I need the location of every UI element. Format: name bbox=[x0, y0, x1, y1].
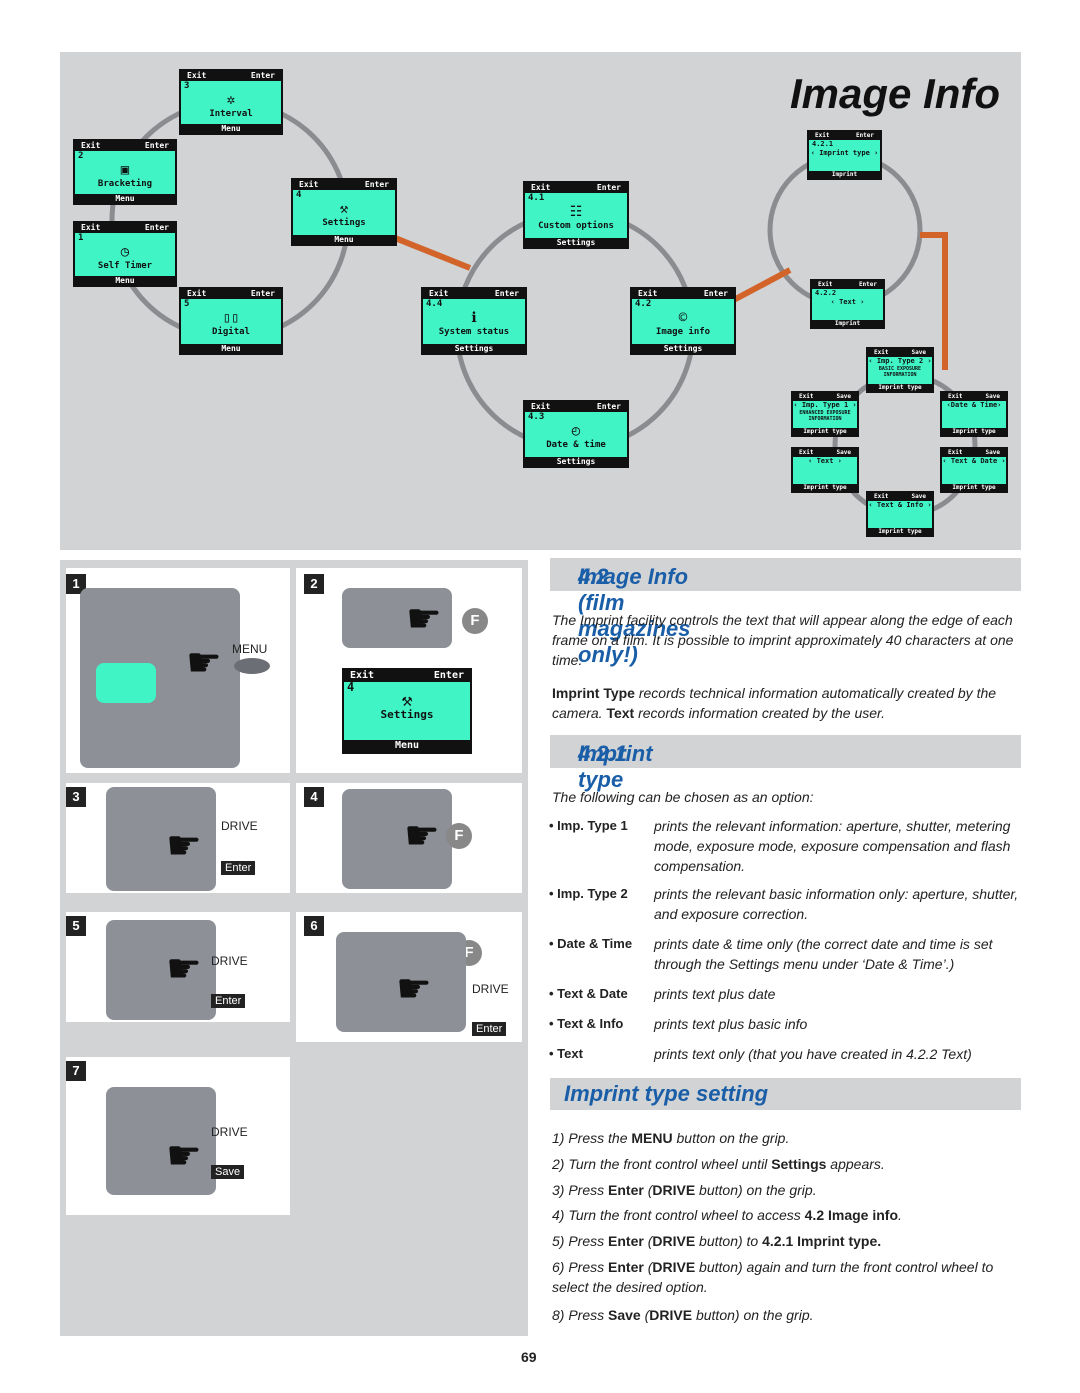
front-wheel-icon: F bbox=[462, 608, 488, 634]
option-key: • Imp. Type 2 bbox=[549, 886, 628, 901]
step-6: 6) Press Enter (DRIVE button) again and … bbox=[552, 1259, 994, 1295]
pointing-hand-icon: ☛ bbox=[186, 641, 222, 685]
step-1: 1) Press the MENU button on the grip. bbox=[552, 1130, 790, 1146]
options-intro: The following can be chosen as an option… bbox=[552, 789, 814, 805]
option-key: • Text bbox=[549, 1046, 583, 1061]
info-icon: ℹ bbox=[471, 310, 477, 326]
step-4: 4) Turn the front control wheel to acces… bbox=[552, 1207, 902, 1223]
copyright-icon: © bbox=[678, 310, 688, 326]
pointing-hand-icon: ☛ bbox=[406, 597, 442, 641]
camera-grip-image bbox=[106, 787, 216, 891]
pointing-hand-icon: ☛ bbox=[404, 814, 440, 858]
bracketing-icon: ▣ bbox=[120, 162, 130, 178]
step-2: 2) Turn the front control wheel until Se… bbox=[552, 1156, 885, 1172]
imprint-type-description: Imprint Type records technical informati… bbox=[552, 685, 997, 721]
step-3: 3) Press Enter (DRIVE button) on the gri… bbox=[552, 1182, 817, 1198]
option-description: prints the relevant basic information on… bbox=[654, 886, 1019, 922]
front-wheel-icon: F bbox=[446, 823, 472, 849]
photo-step-4: 4 ☛ F bbox=[296, 783, 522, 893]
option-description: prints text only (that you have created … bbox=[654, 1046, 972, 1062]
menu-button-image bbox=[234, 658, 270, 674]
option-description: prints date & time only (the correct dat… bbox=[654, 936, 993, 972]
photo-step-1: 1 ☛ MENU bbox=[66, 568, 290, 773]
option-key: • Imp. Type 1 bbox=[549, 818, 628, 833]
option-key: • Text & Date bbox=[549, 986, 628, 1001]
interval-icon: ✲ bbox=[226, 92, 236, 108]
connector-imprint-type bbox=[920, 232, 948, 370]
camera-grip-image bbox=[106, 920, 216, 1020]
option-key: • Text & Info bbox=[549, 1016, 624, 1031]
photo-step-5: 5 ☛ DRIVE Enter bbox=[66, 912, 290, 1022]
step-8: 8) Press Save (DRIVE button) on the grip… bbox=[552, 1307, 814, 1323]
intro-paragraph: The Imprint facility controls the text t… bbox=[552, 612, 1014, 668]
option-description: prints text plus basic info bbox=[654, 1016, 808, 1032]
section-4-2-heading: 4.2 Image Info (film magazines only!) bbox=[550, 558, 1021, 667]
option-description: prints the relevant information: apertur… bbox=[654, 818, 1011, 874]
clock-icon: ◴ bbox=[571, 423, 581, 439]
pointing-hand-icon: ☛ bbox=[166, 824, 202, 868]
timer-icon: ◷ bbox=[120, 244, 130, 260]
option-description: prints text plus date bbox=[654, 986, 776, 1002]
photo-step-7: 7 ☛ DRIVE Save bbox=[66, 1057, 290, 1215]
page-number: 69 bbox=[521, 1349, 537, 1365]
photo-step-6: 6 F ☛ DRIVE Enter bbox=[296, 912, 522, 1042]
photo-step-3: 3 ☛ DRIVE Enter bbox=[66, 783, 290, 893]
settings-tools-icon: ⚒ bbox=[339, 201, 349, 217]
custom-options-icon: ☷ bbox=[569, 204, 583, 220]
pointing-hand-icon: ☛ bbox=[166, 1134, 202, 1178]
camera-top-image bbox=[342, 588, 452, 648]
page-title: Image Info bbox=[789, 70, 1000, 117]
camera-top-image bbox=[336, 932, 466, 1032]
settings-tools-icon: ⚒ bbox=[401, 690, 413, 711]
step-5: 5) Press Enter (DRIVE button) to 4.2.1 I… bbox=[552, 1233, 882, 1249]
imprint-type-setting-heading: Imprint type setting bbox=[550, 1078, 1021, 1110]
pointing-hand-icon: ☛ bbox=[166, 947, 202, 991]
option-key: • Date & Time bbox=[549, 936, 633, 951]
pointing-hand-icon: ☛ bbox=[396, 967, 432, 1011]
digital-icon: ▯▯ bbox=[222, 310, 240, 326]
section-4-2-1-heading: 4.2.1 Imprint type bbox=[550, 735, 1021, 792]
camera-grip-image bbox=[106, 1087, 216, 1195]
camera-top-image bbox=[342, 789, 452, 889]
